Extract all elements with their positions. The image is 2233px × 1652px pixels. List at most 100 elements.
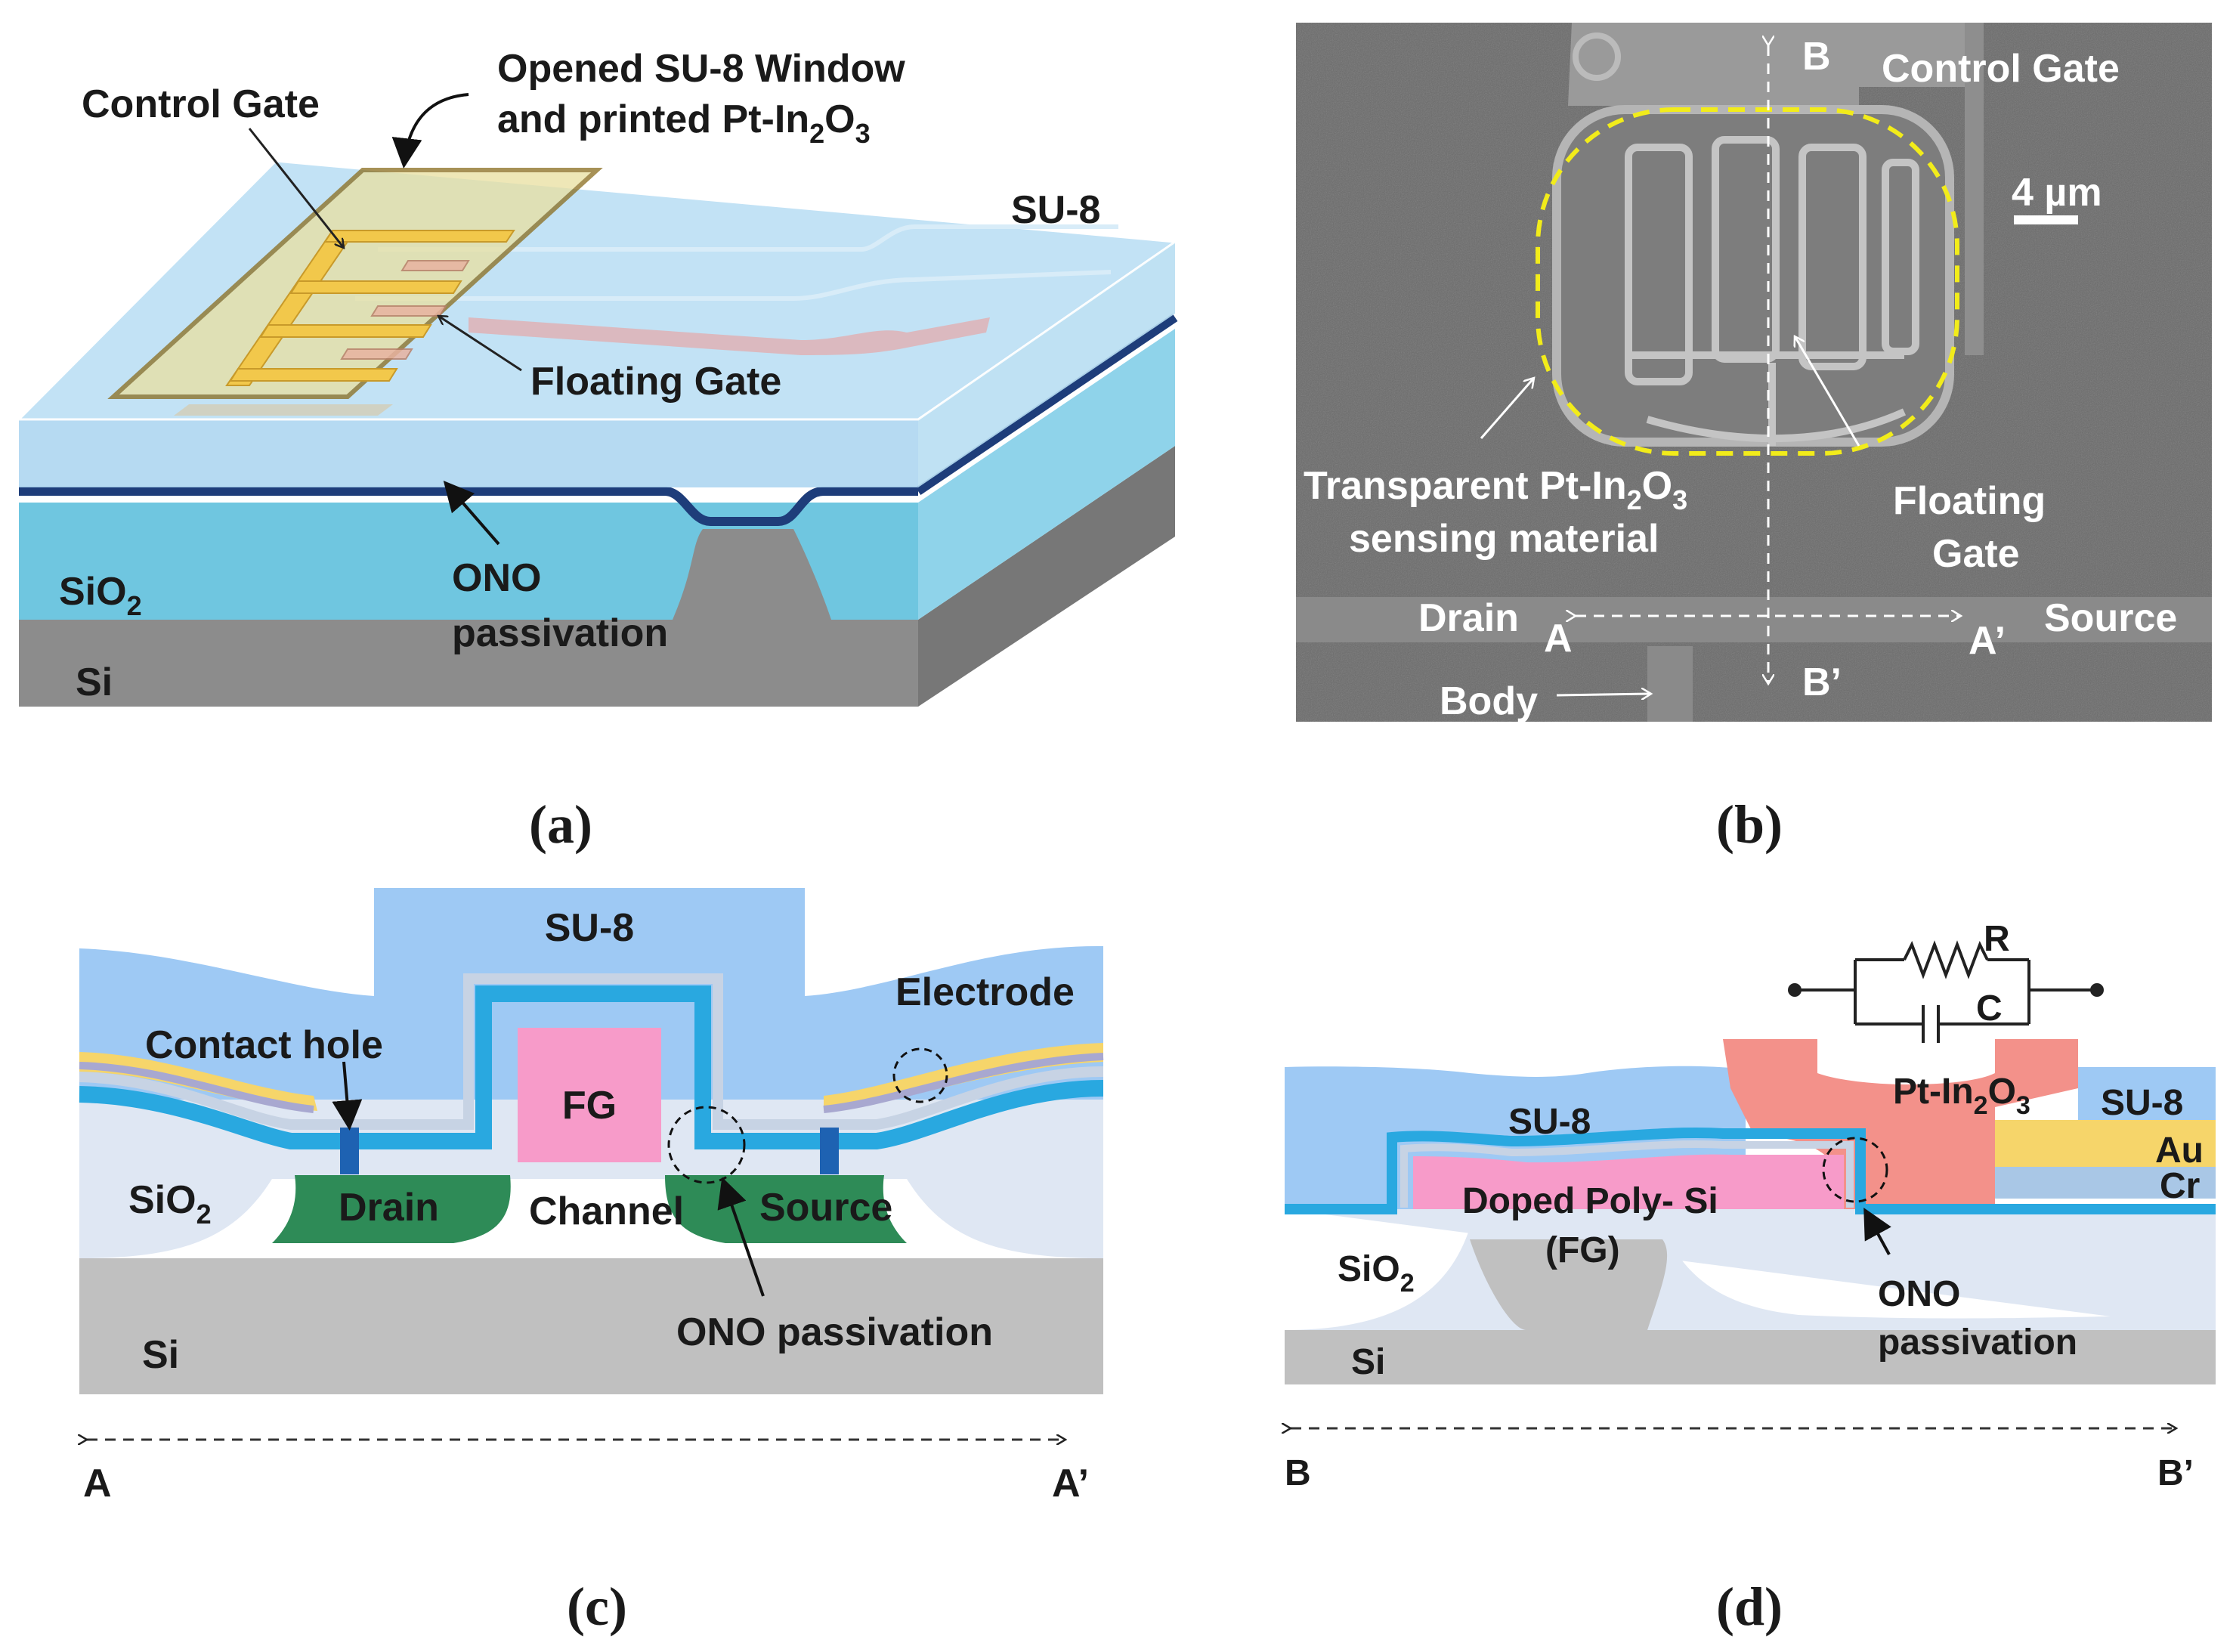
- arrow-floating: [1795, 336, 1860, 447]
- c-label-contact-hole: Contact hole: [145, 1023, 383, 1067]
- c-arrow-ono: [717, 1177, 765, 1297]
- comb-electrode: [225, 230, 515, 386]
- c-label-fg: FG: [562, 1084, 617, 1128]
- d-sio2: [1285, 1209, 2216, 1330]
- scale-bar: [2014, 215, 2078, 224]
- d-label-doped-poly: Doped Poly- Si: [1462, 1181, 1718, 1221]
- arrow-ono: [443, 480, 500, 546]
- d-si: [1285, 1330, 2216, 1384]
- arrow-control-gate: [248, 128, 344, 248]
- c-label-channel: Channel: [529, 1190, 684, 1233]
- sem-control-gate-right: [1965, 23, 1984, 355]
- panel-b: B Control Gate 4 µm Transparent Pt-In2O3…: [1296, 23, 2212, 855]
- d-doped-poly: [1413, 1154, 1844, 1209]
- sem-label-floating-line2: Gate: [1932, 532, 2020, 576]
- d-label-pt: Pt-In2O3: [1893, 1072, 2030, 1120]
- d-oxide-inner: [1400, 1140, 1854, 1208]
- d-ono-circle: [1822, 1137, 1888, 1203]
- sio2-side: [918, 329, 1175, 620]
- d-label-fg: (FG): [1545, 1230, 1620, 1270]
- arrow-sensing: [1480, 378, 1534, 439]
- d-label-cr: Cr: [2160, 1166, 2200, 1206]
- caption-d: (d): [1716, 1576, 1783, 1637]
- ono-line-front: [19, 487, 918, 526]
- label-sio2: SiO2: [59, 570, 142, 621]
- c-arrow-contact: [332, 1061, 363, 1131]
- d-label-sio2: SiO2: [1338, 1249, 1415, 1298]
- c-ono-circle: [667, 1106, 746, 1184]
- c-electrode-circle: [892, 1047, 948, 1103]
- floating-gate-comb: [340, 260, 470, 360]
- c-label-si: Si: [142, 1333, 179, 1377]
- sem-particle: [1573, 32, 1621, 81]
- top-channel: [378, 224, 1118, 252]
- d-label-b: B: [1285, 1453, 1311, 1493]
- d-su8-right: [2078, 1067, 2216, 1120]
- caption-c: (c): [567, 1576, 627, 1637]
- d-label-au: Au: [2155, 1131, 2204, 1171]
- sem-label-b: B: [1802, 35, 1831, 79]
- c-contact-right: [820, 1128, 839, 1174]
- d-rc-circuit: [1795, 940, 2097, 1043]
- su8-side: [918, 242, 1175, 487]
- d-label-su8-left: SU-8: [1508, 1102, 1591, 1142]
- label-window-line2: and printed Pt-In2O3: [497, 97, 871, 149]
- sem-label-body: Body: [1440, 679, 1538, 723]
- c-fg: [518, 1028, 661, 1162]
- d-label-b-prime: B’: [2157, 1453, 2194, 1493]
- label-floating-gate: Floating Gate: [530, 360, 781, 404]
- c-label-source: Source: [759, 1186, 892, 1230]
- c-label-a: A: [83, 1462, 112, 1505]
- c-electrode-right-under: [823, 1053, 1104, 1113]
- top-channel-2: [355, 270, 1112, 301]
- d-label-su8-right: SU-8: [2101, 1083, 2183, 1123]
- c-si: [79, 1258, 1103, 1394]
- c-label-su8: SU-8: [545, 906, 634, 950]
- c-electrode-left-under: [79, 1062, 314, 1113]
- c-label-sio2: SiO2: [128, 1178, 212, 1230]
- si-substrate-front: [19, 620, 918, 707]
- locos-gap: [673, 529, 831, 620]
- window-shadow: [174, 404, 393, 416]
- d-cr: [1995, 1167, 2216, 1199]
- d-si-pocket: [1470, 1239, 1668, 1330]
- c-label-drain: Drain: [339, 1186, 439, 1230]
- d-terminal-right: [2090, 983, 2104, 997]
- panel-a: Control Gate Opened SU-8 Window and prin…: [16, 47, 1179, 855]
- d-terminal-left: [1788, 983, 1802, 997]
- c-drain: [272, 1175, 511, 1243]
- d-ono: [1285, 1128, 2216, 1214]
- d-au: [1995, 1120, 2216, 1167]
- panel-c: SU-8 Electrode Contact hole FG SiO2 Drai…: [79, 888, 1104, 1637]
- caption-b: (b): [1716, 794, 1783, 855]
- d-label-c: C: [1976, 988, 2003, 1029]
- c-ono-outer: [79, 985, 1104, 1149]
- d-arrow-ono: [1863, 1207, 1891, 1255]
- sem-label-floating-line1: Floating: [1893, 479, 2046, 523]
- sem-label-sensing-line1: Transparent Pt-In2O3: [1304, 464, 1687, 515]
- d-label-ono-line1: ONO: [1878, 1274, 1960, 1314]
- arrow-body: [1556, 694, 1651, 695]
- arrow-window: [391, 93, 469, 169]
- label-control-gate: Control Gate: [82, 82, 320, 126]
- c-label-a-prime: A’: [1052, 1462, 1089, 1505]
- sem-label-drain: Drain: [1418, 596, 1519, 640]
- sem-body-contact: [1647, 646, 1693, 722]
- label-window-line1: Opened SU-8 Window: [497, 47, 905, 91]
- panel-d: R C Pt-In2O3 SU-8 SU-8 Au Cr Doped Poly-…: [1285, 919, 2216, 1637]
- label-ono-line1: ONO: [452, 556, 541, 600]
- sem-label-a: A: [1544, 617, 1573, 660]
- c-label-ono: ONO passivation: [676, 1310, 993, 1354]
- arrow-floating-gate: [438, 316, 522, 372]
- sem-label-b-prime: B’: [1802, 660, 1842, 704]
- c-contact-left: [340, 1128, 359, 1174]
- su8-front: [19, 419, 918, 487]
- c-label-electrode: Electrode: [895, 970, 1075, 1014]
- sem-scale-label: 4 µm: [2012, 171, 2102, 215]
- sem-label-control-gate: Control Gate: [1882, 47, 2120, 91]
- sem-label-sensing-line2: sensing material: [1349, 517, 1659, 561]
- si-substrate-side: [918, 446, 1175, 707]
- c-oxide-inner: [79, 973, 1104, 1130]
- sem-label-a-prime: A’: [1969, 619, 2006, 663]
